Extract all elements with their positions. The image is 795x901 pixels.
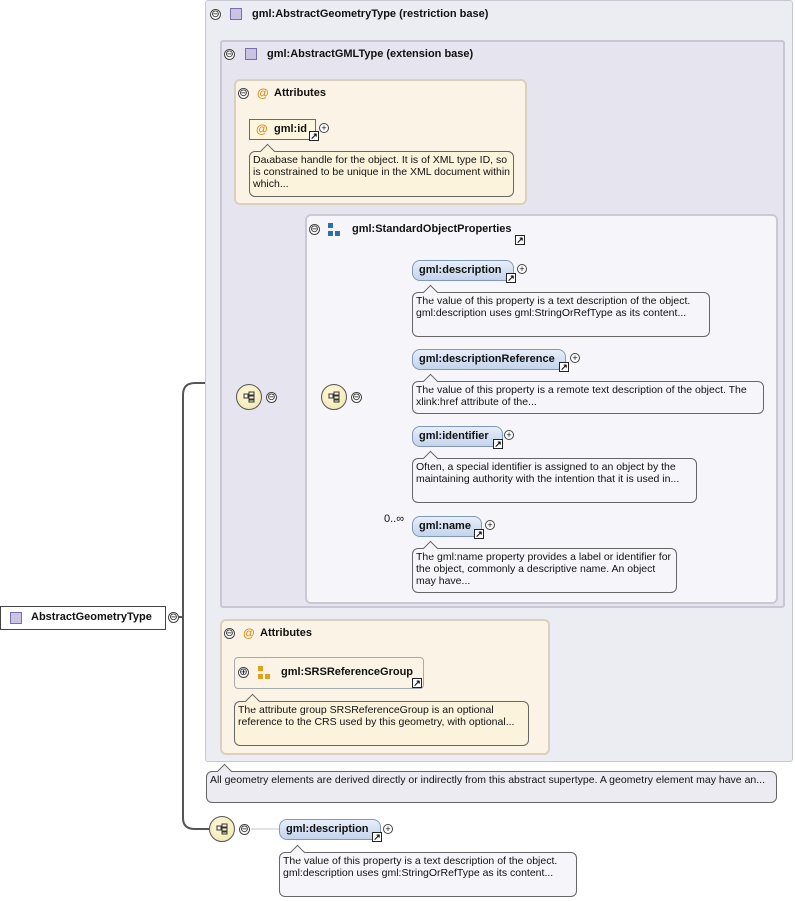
collapse-attributes-toggle[interactable]: ⊖ xyxy=(224,628,235,639)
group-title: gml:StandardObjectProperties xyxy=(352,223,512,235)
collapse-attributes-toggle[interactable]: ⊖ xyxy=(238,88,249,99)
sequence-compositor-icon[interactable] xyxy=(321,384,347,410)
group-icon xyxy=(328,223,340,236)
jump-icon[interactable]: ↗ xyxy=(493,439,503,449)
expand-plus-icon[interactable]: + xyxy=(383,824,393,834)
element-gml-identifier[interactable]: gml:identifier xyxy=(412,426,503,447)
expand-plus-icon[interactable]: + xyxy=(570,353,580,363)
attribute-gml-id[interactable]: @ gml:id xyxy=(249,119,316,140)
complex-type-icon xyxy=(10,612,22,624)
element-gml-name-doc: The gml:name property provides a label o… xyxy=(412,540,677,593)
attribute-gml-id-label: gml:id xyxy=(274,123,307,135)
attribute-at-icon: @ xyxy=(257,86,269,100)
root-complex-type-label: AbstractGeometryType xyxy=(31,611,152,623)
expand-plus-icon[interactable]: + xyxy=(517,264,527,274)
expand-plus-icon[interactable]: + xyxy=(485,520,495,530)
expand-plus-icon[interactable]: + xyxy=(319,123,329,133)
attributes-heading: Attributes xyxy=(260,627,312,639)
attribute-group-srs-label: gml:SRSReferenceGroup xyxy=(281,666,414,678)
collapse-restriction-toggle[interactable]: ⊖ xyxy=(210,9,221,20)
attribute-group-icon xyxy=(258,666,270,679)
complex-type-icon xyxy=(230,8,242,20)
complex-type-icon xyxy=(245,48,257,60)
jump-icon[interactable]: ↗ xyxy=(309,131,319,141)
sequence-compositor-icon[interactable] xyxy=(236,384,262,410)
restriction-base-title: gml:AbstractGeometryType (restriction ba… xyxy=(252,8,489,20)
jump-icon[interactable]: ↗ xyxy=(474,529,484,539)
attribute-group-srs-doc: The attribute group SRSReferenceGroup is… xyxy=(234,693,529,746)
sequence-compositor-icon[interactable] xyxy=(209,816,235,842)
attribute-gml-id-doc: Database handle for the object. It is of… xyxy=(249,143,514,197)
jump-icon[interactable]: ↗ xyxy=(412,678,422,688)
attribute-group-srs[interactable] xyxy=(234,657,424,689)
root-complex-type[interactable]: AbstractGeometryType xyxy=(0,606,166,630)
expand-plus-icon[interactable]: + xyxy=(504,430,514,440)
element-gml-description-reference[interactable]: gml:descriptionReference xyxy=(412,349,566,370)
collapse-sequence-toggle[interactable]: ⊖ xyxy=(351,392,362,403)
attribute-at-icon: @ xyxy=(243,626,255,640)
jump-icon[interactable]: ↗ xyxy=(372,832,382,842)
element-gml-identifier-doc: Often, a special identifier is assigned … xyxy=(412,450,697,503)
expand-attribute-group-toggle[interactable]: ⊕ xyxy=(238,667,249,678)
collapse-root-toggle[interactable]: ⊖ xyxy=(168,612,179,623)
jump-icon[interactable]: ↗ xyxy=(515,235,525,245)
root-type-doc: All geometry elements are derived direct… xyxy=(206,763,777,803)
attribute-at-icon: @ xyxy=(256,122,268,136)
attributes-heading: Attributes xyxy=(274,87,326,99)
occurrence-label: 0..∞ xyxy=(384,513,405,525)
element-gml-description[interactable]: gml:description xyxy=(412,260,514,281)
element-gml-name[interactable]: gml:name xyxy=(412,516,482,537)
collapse-extension-toggle[interactable]: ⊖ xyxy=(224,49,235,60)
collapse-sequence-toggle[interactable]: ⊖ xyxy=(239,824,250,835)
extension-base-title: gml:AbstractGMLType (extension base) xyxy=(267,48,474,60)
element-gml-description[interactable]: gml:description xyxy=(279,819,381,840)
jump-icon[interactable]: ↗ xyxy=(506,273,516,283)
element-gml-description-reference-doc: The value of this property is a remote t… xyxy=(412,373,764,414)
collapse-sequence-toggle[interactable]: ⊖ xyxy=(266,392,277,403)
collapse-group-toggle[interactable]: ⊖ xyxy=(309,224,320,235)
jump-icon[interactable]: ↗ xyxy=(559,362,569,372)
element-gml-description-doc: The value of this property is a text des… xyxy=(279,844,577,897)
element-gml-description-doc: The value of this property is a text des… xyxy=(412,284,710,337)
